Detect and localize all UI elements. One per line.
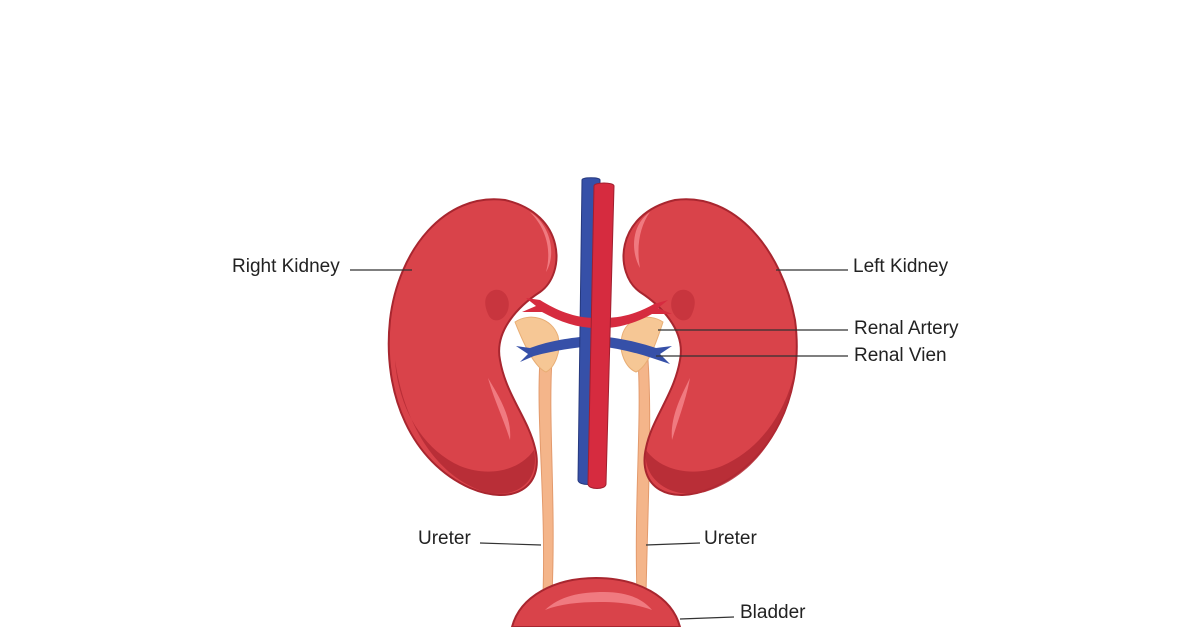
- bladder-body: [510, 576, 682, 627]
- renal-veins: [516, 336, 672, 364]
- right-kidney-shadow: [395, 360, 535, 494]
- right-ureter: [538, 359, 554, 596]
- right-kidney-label: Right Kidney: [232, 256, 340, 277]
- ureter-left-label: Ureter: [418, 528, 471, 549]
- aorta: [587, 182, 615, 489]
- left-kidney-shape: [622, 198, 798, 496]
- right-renal-vein: [516, 336, 590, 362]
- ureter-right-label: Ureter: [704, 528, 757, 549]
- ureter-left-leader: [479, 542, 542, 546]
- bladder-highlight: [545, 592, 652, 610]
- right-kidney-body: [387, 198, 558, 496]
- left-kidney-shadow: [645, 360, 797, 494]
- left-renal-artery: [604, 300, 672, 328]
- ureter-right-leader: [645, 542, 701, 546]
- bladder-label: Bladder: [740, 602, 806, 623]
- right-renal-artery: [522, 298, 596, 328]
- right-kidney-highlight: [530, 212, 552, 272]
- right-kidney-highlight-lower: [488, 378, 511, 440]
- bladder-shape: [510, 576, 682, 627]
- left-kidney-highlight-lower: [671, 378, 690, 440]
- left-kidney-label: Left Kidney: [853, 256, 949, 277]
- renal-arteries: [522, 298, 672, 328]
- left-renal-vein: [598, 336, 672, 364]
- left-kidney-highlight: [634, 212, 650, 268]
- left-kidney-hilum-lobe: [671, 289, 695, 321]
- renal-artery-label: Renal Artery: [854, 318, 959, 339]
- leader-lines: [350, 269, 848, 620]
- right-kidney-shape: [387, 198, 558, 496]
- left-kidney-body: [622, 198, 798, 496]
- right-kidney-hilum-lobe: [485, 289, 509, 321]
- bladder-leader: [679, 616, 735, 620]
- renal-vein-label: Renal Vien: [854, 345, 947, 366]
